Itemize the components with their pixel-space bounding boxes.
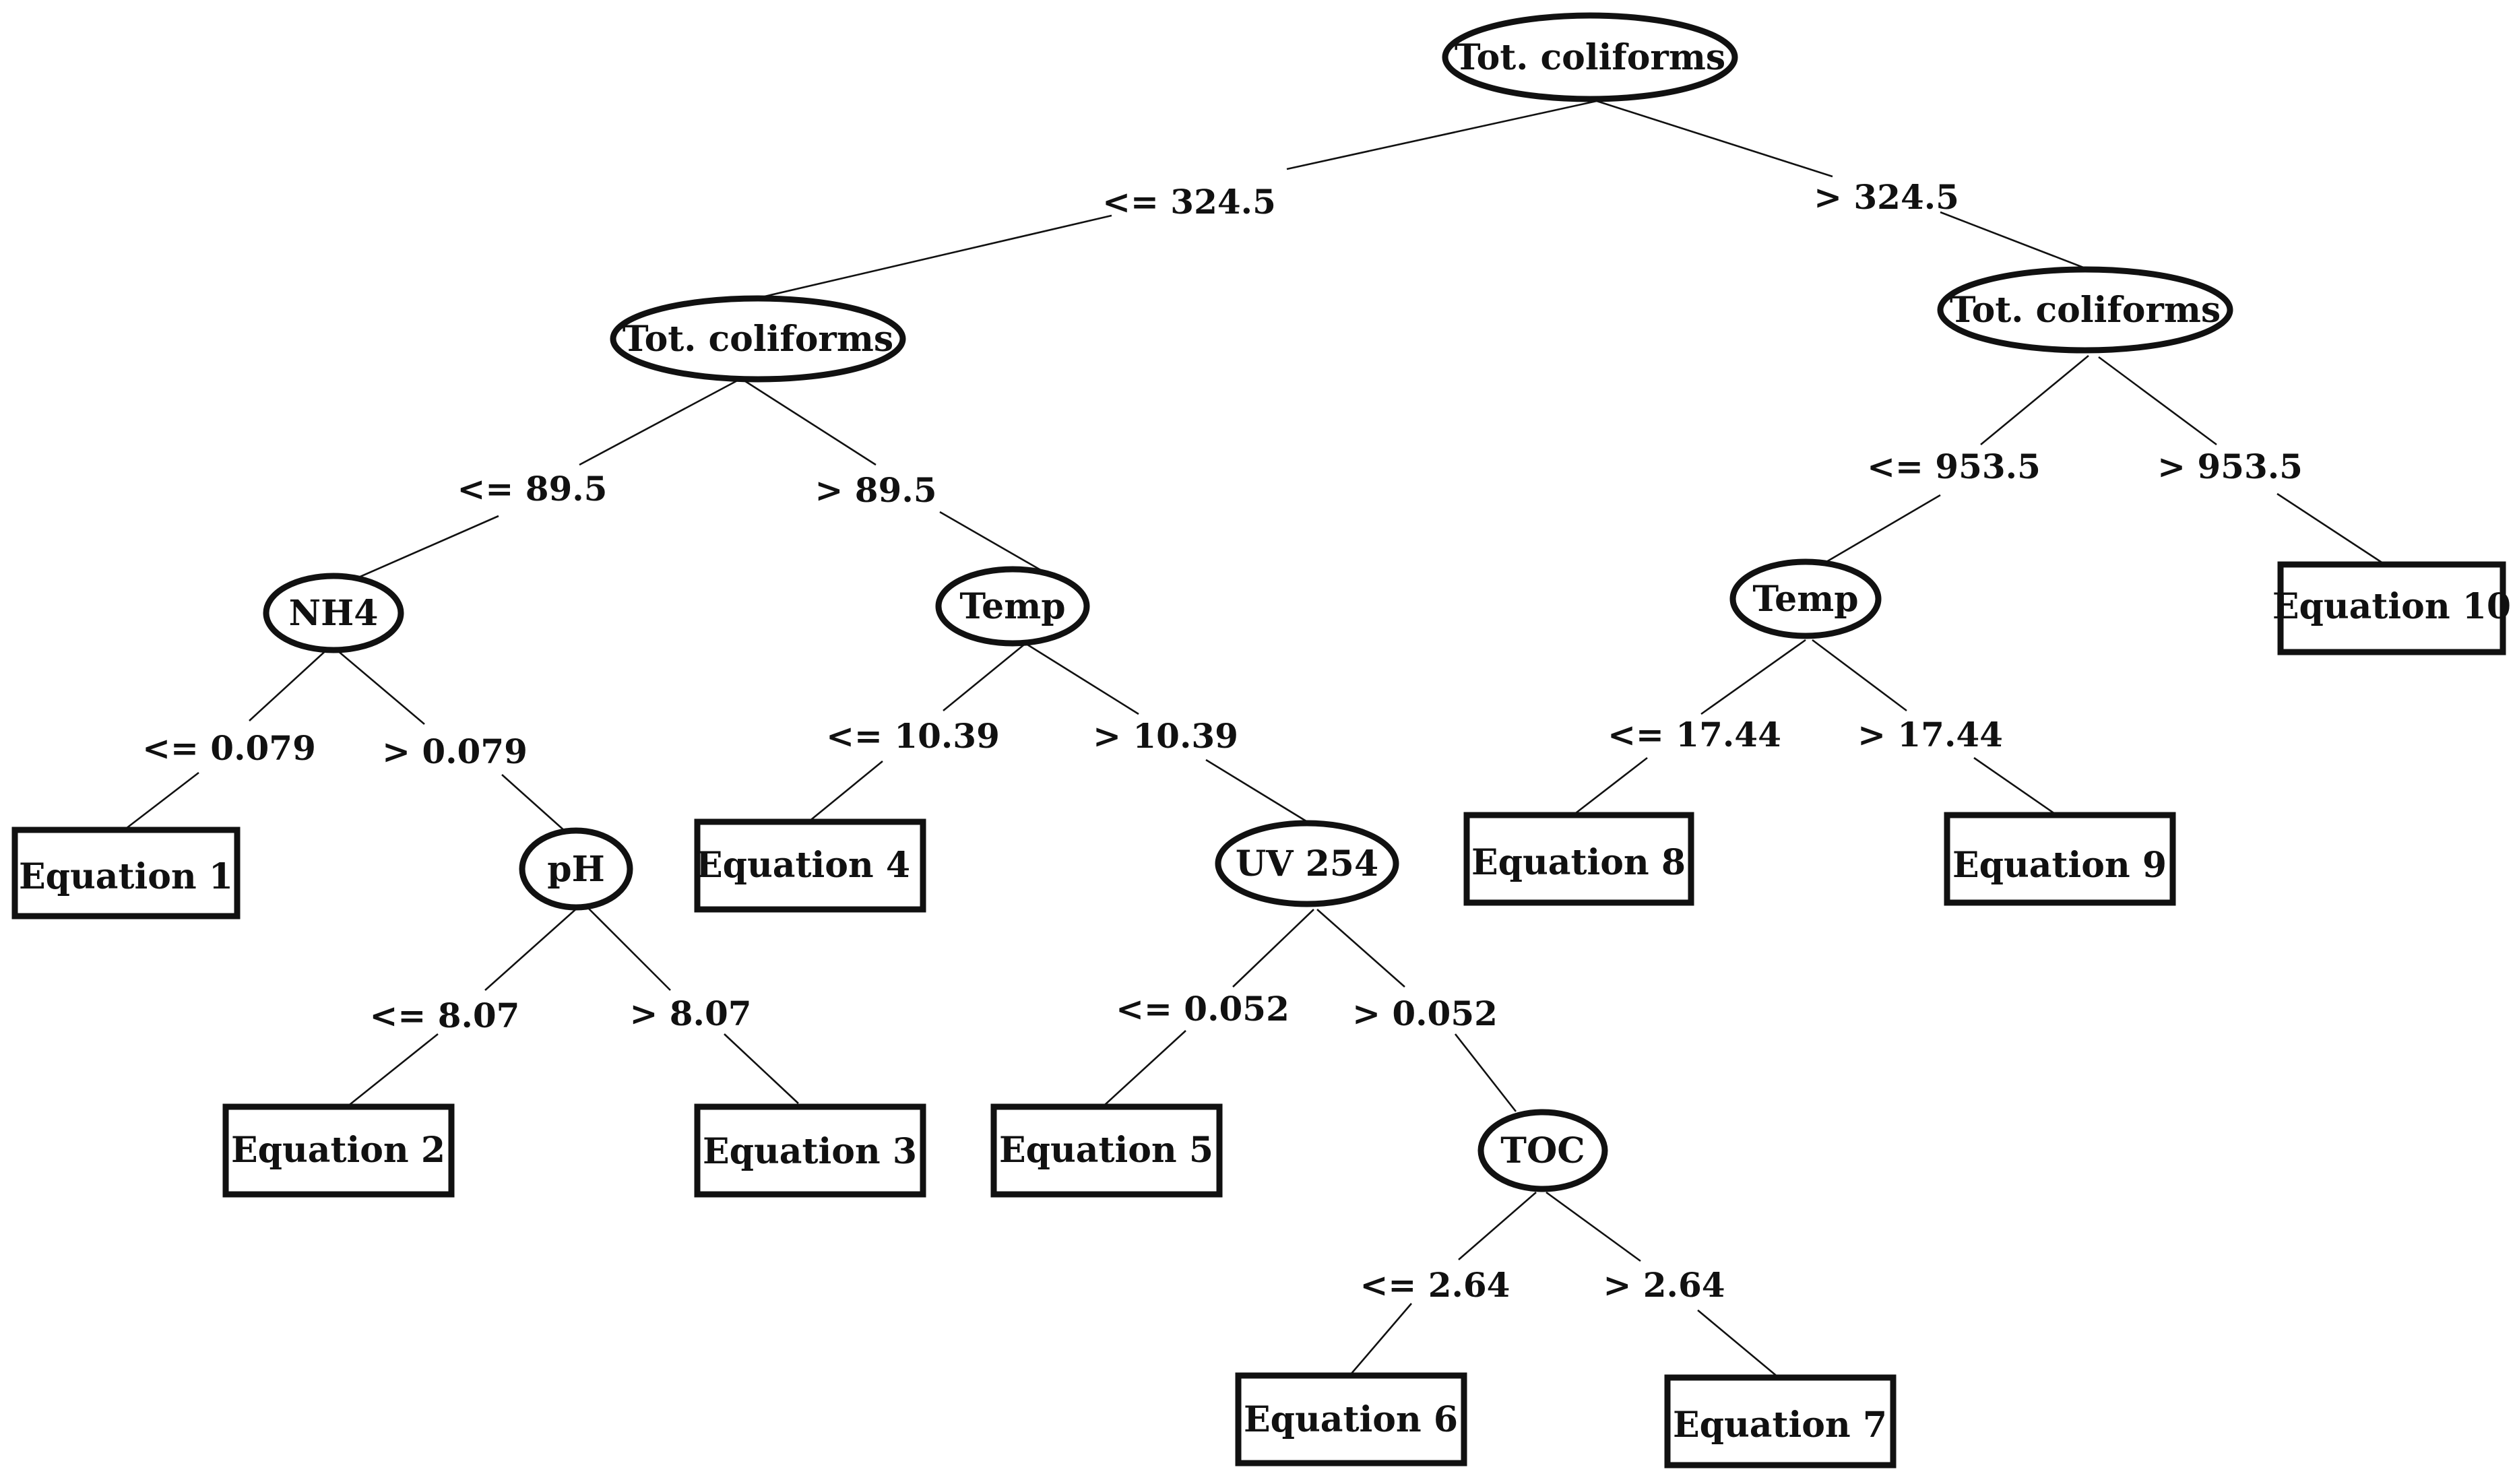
- edge-label-root-right: > 324.5: [1814, 177, 1959, 217]
- edge-tempr-gt: [1973, 756, 2056, 815]
- edge-ph-gt: [724, 1033, 799, 1104]
- edge-templ-gt: [1027, 643, 1139, 715]
- edge-label-nh4-gt: > 0.079: [382, 732, 528, 771]
- leaf-equation-8-label: Equation 8: [1471, 842, 1686, 883]
- edge-label-tempr-le: <= 17.44: [1607, 715, 1781, 754]
- node-ph-label: pH: [547, 849, 605, 890]
- leaf-equation-10: Equation 10: [2272, 561, 2511, 655]
- edge-right-gt: [2098, 356, 2217, 446]
- edge-uv-le: [1232, 909, 1314, 988]
- edge-nh4-le: [123, 771, 199, 832]
- edge-ph-le: [346, 1033, 439, 1108]
- edge-labels: <= 324.5 > 324.5 <= 89.5 > 89.5 <= 953.5…: [142, 177, 2303, 1305]
- edge-ph-gt: [585, 905, 671, 991]
- edge-label-toc-gt: > 2.64: [1603, 1265, 1725, 1305]
- node-right-split-label: Tot. coliforms: [1950, 290, 2221, 331]
- leaf-equation-10-label: Equation 10: [2272, 586, 2511, 627]
- leaf-nodes: Equation 1 Equation 2 Equation 3 Equatio…: [11, 561, 2511, 1469]
- node-uv254: UV 254: [1215, 820, 1399, 907]
- leaf-equation-4: Equation 4: [694, 818, 926, 913]
- node-root: Tot. coliforms: [1442, 12, 1738, 102]
- edge-label-toc-le: <= 2.64: [1360, 1265, 1510, 1305]
- edge-left-le: [579, 377, 742, 466]
- edge-nh4-le: [249, 646, 331, 721]
- node-temp-left: Temp: [935, 566, 1090, 647]
- leaf-equation-5: Equation 5: [990, 1103, 1223, 1198]
- edge-left-gt: [740, 377, 877, 466]
- leaf-equation-1: Equation 1: [11, 827, 241, 920]
- edge-label-left-le: <= 89.5: [457, 469, 608, 509]
- edge-nh4-gt: [501, 774, 567, 833]
- edge-label-templ-le: <= 10.39: [826, 716, 1000, 756]
- leaf-equation-6: Equation 6: [1235, 1372, 1467, 1466]
- edge-toc-le: [1350, 1303, 1412, 1375]
- leaf-equation-2: Equation 2: [222, 1103, 455, 1198]
- edge-uv-gt: [1316, 909, 1405, 988]
- edge-toc-le: [1458, 1192, 1537, 1260]
- edge-tempr-le: [1700, 639, 1806, 715]
- node-uv254-label: UV 254: [1236, 843, 1378, 884]
- node-nh4: NH4: [263, 573, 404, 653]
- edge-label-tempr-gt: > 17.44: [1857, 715, 2003, 754]
- edge-uv-gt: [1454, 1033, 1517, 1112]
- edge-templ-le: [808, 760, 883, 823]
- edge-label-nh4-le: <= 0.079: [142, 728, 316, 768]
- edge-ph-le: [484, 905, 580, 991]
- edge-label-right-le: <= 953.5: [1867, 447, 2041, 486]
- leaf-equation-9: Equation 9: [1944, 812, 2176, 906]
- edge-label-left-gt: > 89.5: [815, 470, 936, 510]
- edge-root-left: [1286, 100, 1597, 170]
- edge-root-right: [1940, 211, 2089, 271]
- node-ph: pH: [519, 827, 633, 911]
- edge-root-right: [1596, 100, 1833, 178]
- edge-label-ph-gt: > 8.07: [629, 994, 751, 1033]
- tree-edges: [123, 100, 2386, 1378]
- edge-left-gt: [939, 511, 1052, 577]
- node-temp-right: Temp: [1729, 558, 1882, 639]
- node-toc: TOC: [1477, 1109, 1608, 1192]
- leaf-equation-7: Equation 7: [1664, 1374, 1897, 1469]
- node-root-label: Tot. coliforms: [1455, 37, 1725, 78]
- node-nh4-label: NH4: [289, 593, 379, 634]
- node-right-split: Tot. coliforms: [1937, 266, 2233, 354]
- edge-label-templ-gt: > 10.39: [1093, 716, 1238, 756]
- edge-tempr-gt: [1812, 639, 1907, 712]
- leaf-equation-1-label: Equation 1: [19, 856, 233, 897]
- edge-nh4-gt: [336, 649, 425, 725]
- leaf-equation-8: Equation 8: [1463, 812, 1694, 906]
- edge-label-uv-gt: > 0.052: [1352, 994, 1498, 1033]
- edge-right-le: [1980, 354, 2089, 446]
- edge-tempr-le: [1572, 756, 1648, 816]
- node-temp-right-label: Temp: [1752, 579, 1858, 620]
- leaf-equation-3: Equation 3: [694, 1103, 926, 1198]
- node-left-split: Tot. coliforms: [610, 295, 906, 383]
- leaf-equation-7-label: Equation 7: [1673, 1405, 1887, 1446]
- leaf-equation-6-label: Equation 6: [1244, 1399, 1458, 1440]
- node-left-split-label: Tot. coliforms: [623, 319, 893, 360]
- node-temp-left-label: Temp: [959, 586, 1065, 627]
- edge-templ-le: [943, 643, 1025, 712]
- edge-root-left: [764, 214, 1112, 298]
- leaf-equation-2-label: Equation 2: [231, 1130, 445, 1171]
- edge-label-ph-le: <= 8.07: [370, 996, 520, 1035]
- edge-toc-gt: [1546, 1191, 1641, 1262]
- edge-templ-gt: [1205, 759, 1325, 833]
- node-toc-label: TOC: [1500, 1130, 1585, 1171]
- leaf-equation-5-label: Equation 5: [999, 1130, 1213, 1171]
- edge-right-gt: [2277, 492, 2386, 566]
- edge-label-right-gt: > 953.5: [2157, 447, 2303, 486]
- edge-label-uv-le: <= 0.052: [1116, 989, 1290, 1029]
- edge-toc-gt: [1697, 1310, 1779, 1378]
- leaf-equation-9-label: Equation 9: [1952, 845, 2167, 886]
- leaf-equation-4-label: Equation 4: [696, 845, 910, 886]
- leaf-equation-3-label: Equation 3: [703, 1131, 917, 1172]
- edge-label-root-left: <= 324.5: [1102, 182, 1276, 222]
- decision-nodes: Tot. coliforms Tot. coliforms Tot. colif…: [263, 12, 2233, 1192]
- edge-uv-le: [1104, 1030, 1186, 1105]
